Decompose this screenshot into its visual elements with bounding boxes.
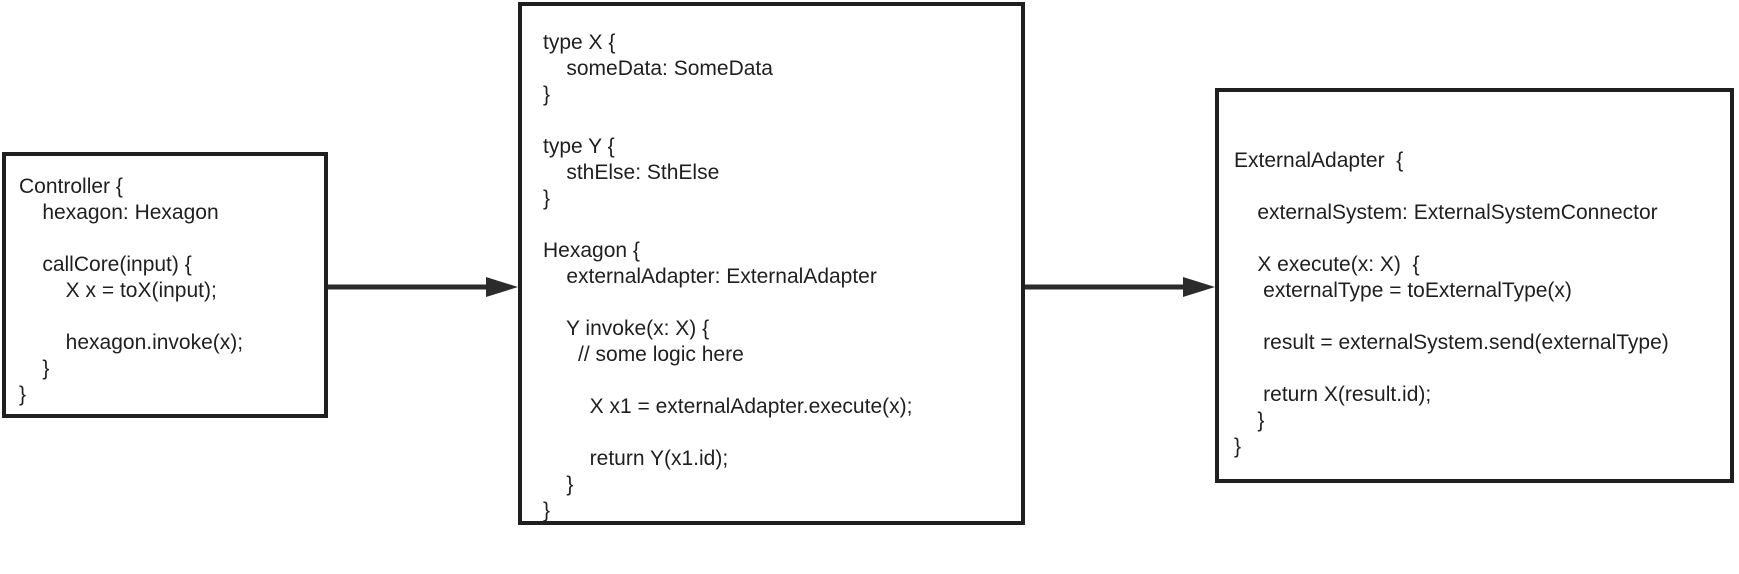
hexagon-core-code: type X { someData: SomeData } type Y { s…	[543, 31, 913, 522]
hexagon-core-box: type X { someData: SomeData } type Y { s…	[518, 2, 1025, 525]
arrow-hexagon-to-external-adapter-icon	[1025, 277, 1215, 297]
controller-box: Controller { hexagon: Hexagon callCore(i…	[2, 152, 328, 418]
external-adapter-code: ExternalAdapter { externalSystem: Extern…	[1234, 149, 1669, 458]
external-adapter-box: ExternalAdapter { externalSystem: Extern…	[1215, 88, 1734, 483]
controller-code: Controller { hexagon: Hexagon callCore(i…	[19, 175, 244, 406]
arrow-controller-to-hexagon-icon	[328, 277, 518, 297]
